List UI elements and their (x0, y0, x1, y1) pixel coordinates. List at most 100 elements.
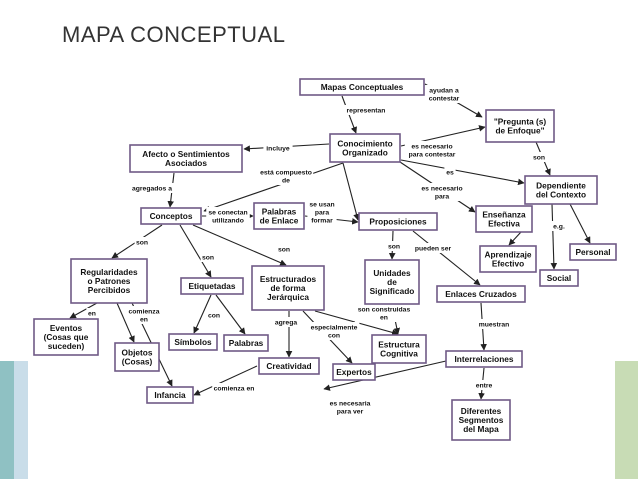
concept-node-interrelaciones: Interrelaciones (445, 350, 523, 368)
svg-text:son: son (388, 244, 400, 251)
slide-title: MAPA CONCEPTUAL (62, 22, 286, 47)
link-label-muestran: muestran (477, 319, 511, 329)
link-arrow (412, 230, 481, 286)
svg-text:agregados a: agregados a (132, 186, 172, 193)
link-arrow (550, 203, 558, 270)
link-arrow (508, 231, 522, 246)
svg-text:en: en (88, 311, 96, 318)
svg-text:Mapas Conceptuales: Mapas Conceptuales (321, 82, 404, 92)
link-label-eg: e.g. (549, 221, 569, 231)
svg-text:comienza en: comienza en (214, 386, 255, 393)
decor-stripe-blue (14, 361, 28, 479)
svg-text:"Pregunta (s)de Enfoque": "Pregunta (s)de Enfoque" (494, 116, 547, 135)
svg-text:Etiquetadas: Etiquetadas (188, 281, 235, 291)
link-label-con: con (206, 310, 222, 320)
link-label-son-reg: son (134, 237, 150, 247)
link-label-comienza-infancia: comienza en (212, 383, 256, 393)
svg-text:Personal: Personal (575, 247, 610, 257)
svg-text:pueden ser: pueden ser (415, 246, 452, 253)
concept-node-mapas: Mapas Conceptuales (299, 78, 425, 96)
concept-node-expertos: Expertos (332, 363, 376, 381)
svg-text:incluye: incluye (266, 146, 290, 153)
svg-text:Conceptos: Conceptos (150, 211, 193, 221)
link-arrow (179, 224, 212, 278)
concept-node-personal: Personal (569, 243, 617, 261)
link-arrow (192, 224, 287, 266)
concept-node-simbolos: Símbolos (168, 333, 218, 351)
decor-stripe-teal (0, 361, 14, 479)
link-arrow (69, 302, 98, 319)
svg-text:Símbolos: Símbolos (174, 337, 212, 347)
svg-text:Palabras: Palabras (229, 338, 264, 348)
link-label-en-ev: en (86, 308, 98, 318)
svg-text:Interrelaciones: Interrelaciones (454, 354, 513, 364)
link-label-incluye: incluye (263, 143, 293, 153)
link-arrow (342, 162, 360, 221)
svg-text:es: es (446, 170, 454, 177)
svg-text:Social: Social (547, 273, 571, 283)
link-arrow (323, 360, 447, 391)
svg-text:Proposiciones: Proposiciones (369, 217, 427, 227)
svg-text:agrega: agrega (275, 320, 298, 327)
concept-node-objetos: Objetos(Cosas) (114, 342, 160, 372)
link-arrow (569, 203, 591, 244)
concept-node-palabras: Palabras (223, 334, 269, 352)
link-label-entre: entre (473, 380, 495, 390)
link-label-agrega: agrega (273, 317, 299, 327)
link-label-son-dep: son (531, 152, 547, 162)
link-arrow (193, 294, 212, 334)
link-label-son-etiq: son (200, 252, 216, 262)
link-label-pueden: pueden ser (413, 243, 453, 253)
svg-text:con: con (208, 313, 220, 320)
svg-text:entre: entre (476, 383, 493, 390)
svg-text:Enlaces Cruzados: Enlaces Cruzados (445, 289, 517, 299)
concept-node-pregunta: "Pregunta (s)de Enfoque" (485, 109, 555, 143)
svg-text:son: son (533, 155, 545, 162)
link-arrow (193, 365, 258, 396)
concept-node-enlaces-cruzados: Enlaces Cruzados (436, 285, 526, 303)
link-label-representan: representan (344, 105, 388, 115)
concept-node-etiquetadas: Etiquetadas (180, 277, 244, 295)
link-label-agregados: agregados a (130, 183, 174, 193)
link-arrow (203, 162, 344, 213)
concept-node-creatividad: Creatividad (258, 357, 320, 375)
svg-text:Infancia: Infancia (154, 390, 186, 400)
svg-text:muestran: muestran (479, 322, 510, 329)
